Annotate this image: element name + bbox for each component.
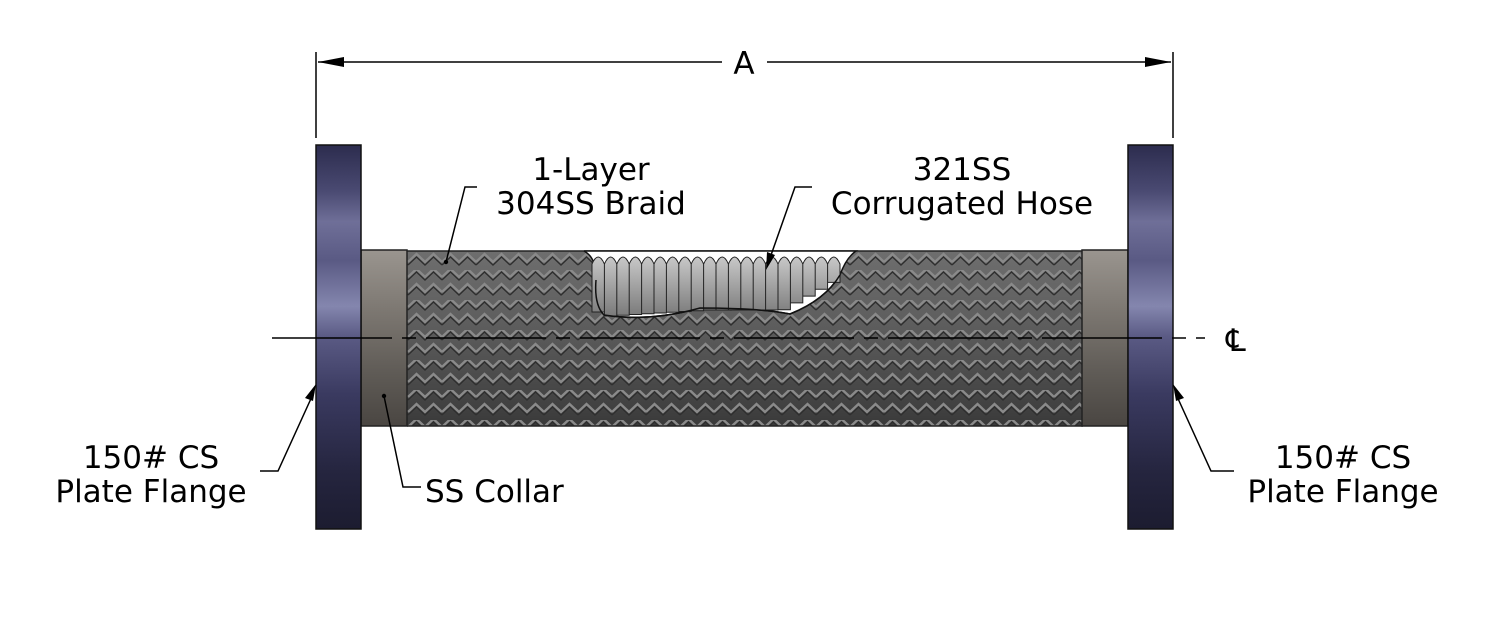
collar-label: SS Collar (425, 474, 564, 510)
flange-left-label-line1: 150# CS (83, 440, 219, 476)
plate-flange-right (1127, 144, 1174, 530)
centerline: ℄ (272, 323, 1246, 359)
braid-label-line1: 1-Layer (532, 152, 650, 188)
dimension-a: A (315, 46, 1174, 138)
hose-label-line1: 321SS (913, 152, 1012, 188)
hose-label-line2: Corrugated Hose (831, 186, 1093, 222)
cutaway-edge (594, 274, 841, 319)
leader-collar: SS Collar (381, 393, 564, 510)
corrugated-hose-cutaway (583, 250, 859, 319)
leader-hose: 321SS Corrugated Hose (766, 152, 1093, 270)
plate-flange-left (315, 144, 362, 530)
flange-right-label-line2: Plate Flange (1247, 474, 1438, 510)
flange-left-label-line2: Plate Flange (55, 474, 246, 510)
leader-flange-left: 150# CS Plate Flange (55, 384, 316, 510)
dimension-label: A (733, 46, 754, 82)
centerline-symbol: ℄ (1225, 323, 1246, 359)
braid-label-line2: 304SS Braid (496, 186, 686, 222)
leader-flange-right: 150# CS Plate Flange (1173, 384, 1439, 510)
flange-right-label-line1: 150# CS (1275, 440, 1411, 476)
leader-braid: 1-Layer 304SS Braid (443, 152, 686, 265)
